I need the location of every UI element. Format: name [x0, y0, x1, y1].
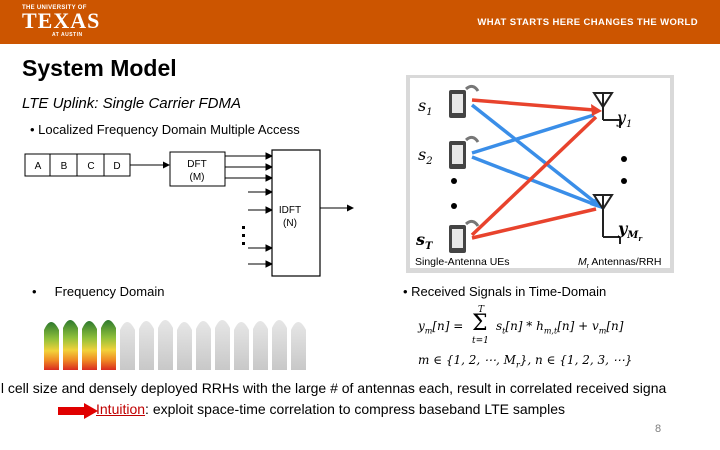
antenna-label-yM: yMr: [617, 219, 643, 243]
antenna-icons: [592, 92, 621, 244]
symbol-blocks: A B C D: [24, 153, 131, 177]
intuition-keyword: Intuition: [96, 401, 146, 417]
link-sT-yM: [471, 207, 597, 240]
antenna-caption: Mr Antennas/RRH: [578, 256, 661, 270]
university-logo[interactable]: THE UNIVERSITY OF TEXAS AT AUSTIN: [22, 5, 102, 39]
index-set-equation: m ∈ {1, 2, ⋯, Mr}, n ∈ {1, 2, 3, ⋯}: [418, 353, 633, 370]
intuition-text: : exploit space-time correlation to comp…: [145, 401, 565, 417]
link-s1-y1: [471, 98, 595, 112]
uplink-figure-panel: s1 s2 sT: [406, 75, 674, 273]
ue-label-sT: sT: [415, 230, 434, 252]
antenna-icon-2: [592, 194, 621, 244]
phone-icon-3: [449, 219, 480, 253]
link-s2-y1: [471, 113, 595, 155]
ue-label-s2: s2: [418, 145, 433, 167]
bullet-localized: • Localized Frequency Domain Multiple Ac…: [30, 122, 300, 137]
channel-links: [470, 98, 598, 240]
received-signal-equation: ym[n] = T Σ t=1 st[n] * hm,t[n] + vm[n]: [418, 305, 658, 347]
symbol-b-label: B: [61, 161, 68, 172]
phone-icon-1: [449, 84, 480, 118]
antenna-label-y1: y1: [616, 108, 632, 130]
frequency-spectrum-figure: [44, 320, 306, 370]
bullet-frequency-text: Frequency Domain: [54, 284, 165, 299]
subcarrier-active-3: [82, 321, 97, 370]
uplink-figure: s1 s2 sT: [410, 78, 670, 268]
antenna-caption-m: M: [578, 256, 587, 268]
symbols-to-dft-arrowhead: [163, 161, 170, 169]
antenna-ellipsis-dots: [621, 156, 627, 184]
idft-label: IDFT: [279, 205, 301, 216]
red-arrow-icon: [58, 403, 98, 419]
bullet-time-domain: • Received Signals in Time-Domain: [403, 284, 607, 299]
dft-block: [169, 151, 226, 187]
bullet-localized-text: Localized Frequency Domain Multiple Acce…: [38, 122, 300, 137]
subcarrier-active-2: [63, 320, 78, 370]
bullet-time-text: Received Signals in Time-Domain: [411, 284, 607, 299]
sum-symbol: Σ: [472, 311, 488, 336]
dft-size-label: (M): [190, 172, 205, 183]
zero-inputs: [248, 188, 274, 268]
active-subcarriers: [44, 320, 116, 370]
intuition-statement: Intuition: exploit space-time correlatio…: [96, 401, 565, 417]
logo-main-text: TEXAS: [22, 8, 101, 33]
bullet-frequency: • Frequency Domain: [32, 284, 165, 299]
logo-sub-text: AT AUSTIN: [52, 32, 83, 38]
logo-top-text: THE UNIVERSITY OF: [22, 5, 87, 11]
subcarrier-active-1: [44, 322, 59, 370]
ue-phones: [449, 84, 480, 253]
antenna-caption-text: Antennas/RRH: [589, 256, 662, 268]
subcarrier-active-4: [101, 320, 116, 370]
eq1-lhs: ym[n] =: [418, 319, 464, 336]
header-bar: THE UNIVERSITY OF TEXAS AT AUSTIN WHAT S…: [0, 0, 720, 44]
link-s2-yM: [471, 155, 597, 207]
link-s1-yM: [470, 103, 598, 205]
symbol-a-label: A: [35, 161, 42, 172]
small-cell-statement: all cell size and densely deployed RRHs …: [0, 380, 667, 396]
link-arrowheads: [590, 104, 602, 209]
slide-title: System Model: [22, 55, 177, 81]
header-tagline: WHAT STARTS HERE CHANGES THE WORLD: [477, 17, 698, 28]
ue-caption: Single-Antenna UEs: [415, 256, 510, 268]
idft-block: [271, 149, 321, 277]
sum-upper-limit: T: [478, 305, 485, 315]
dft-label: DFT: [187, 159, 206, 170]
eq1-rhs: st[n] * hm,t[n] + vm[n]: [496, 319, 624, 336]
antenna-labels: y1 yMr: [616, 108, 643, 243]
phone-icon-2: [449, 135, 480, 169]
ue-symbol-labels: s1 s2 sT: [415, 96, 434, 252]
antenna-icon-1: [592, 92, 621, 128]
sum-lower-limit: t=1: [472, 336, 489, 346]
ellipsis-dots-vertical: [242, 226, 245, 245]
page-number: 8: [655, 423, 662, 435]
ue-ellipsis-dots: [451, 178, 457, 209]
dft-outputs: [225, 152, 274, 182]
idft-output-arrowhead: [347, 204, 354, 212]
slide-subtitle: LTE Uplink: Single Carrier FDMA: [22, 95, 241, 112]
idle-subcarriers: [120, 320, 306, 370]
symbol-c-label: C: [87, 161, 94, 172]
link-sT-y1: [470, 115, 598, 237]
symbol-d-label: D: [113, 161, 120, 172]
ue-label-s1: s1: [418, 96, 433, 118]
antenna-caption-sub: r: [586, 263, 590, 271]
sc-fdma-block-diagram: A B C D DFT (M) IDFT (N): [24, 149, 354, 277]
idft-size-label: (N): [283, 218, 297, 229]
